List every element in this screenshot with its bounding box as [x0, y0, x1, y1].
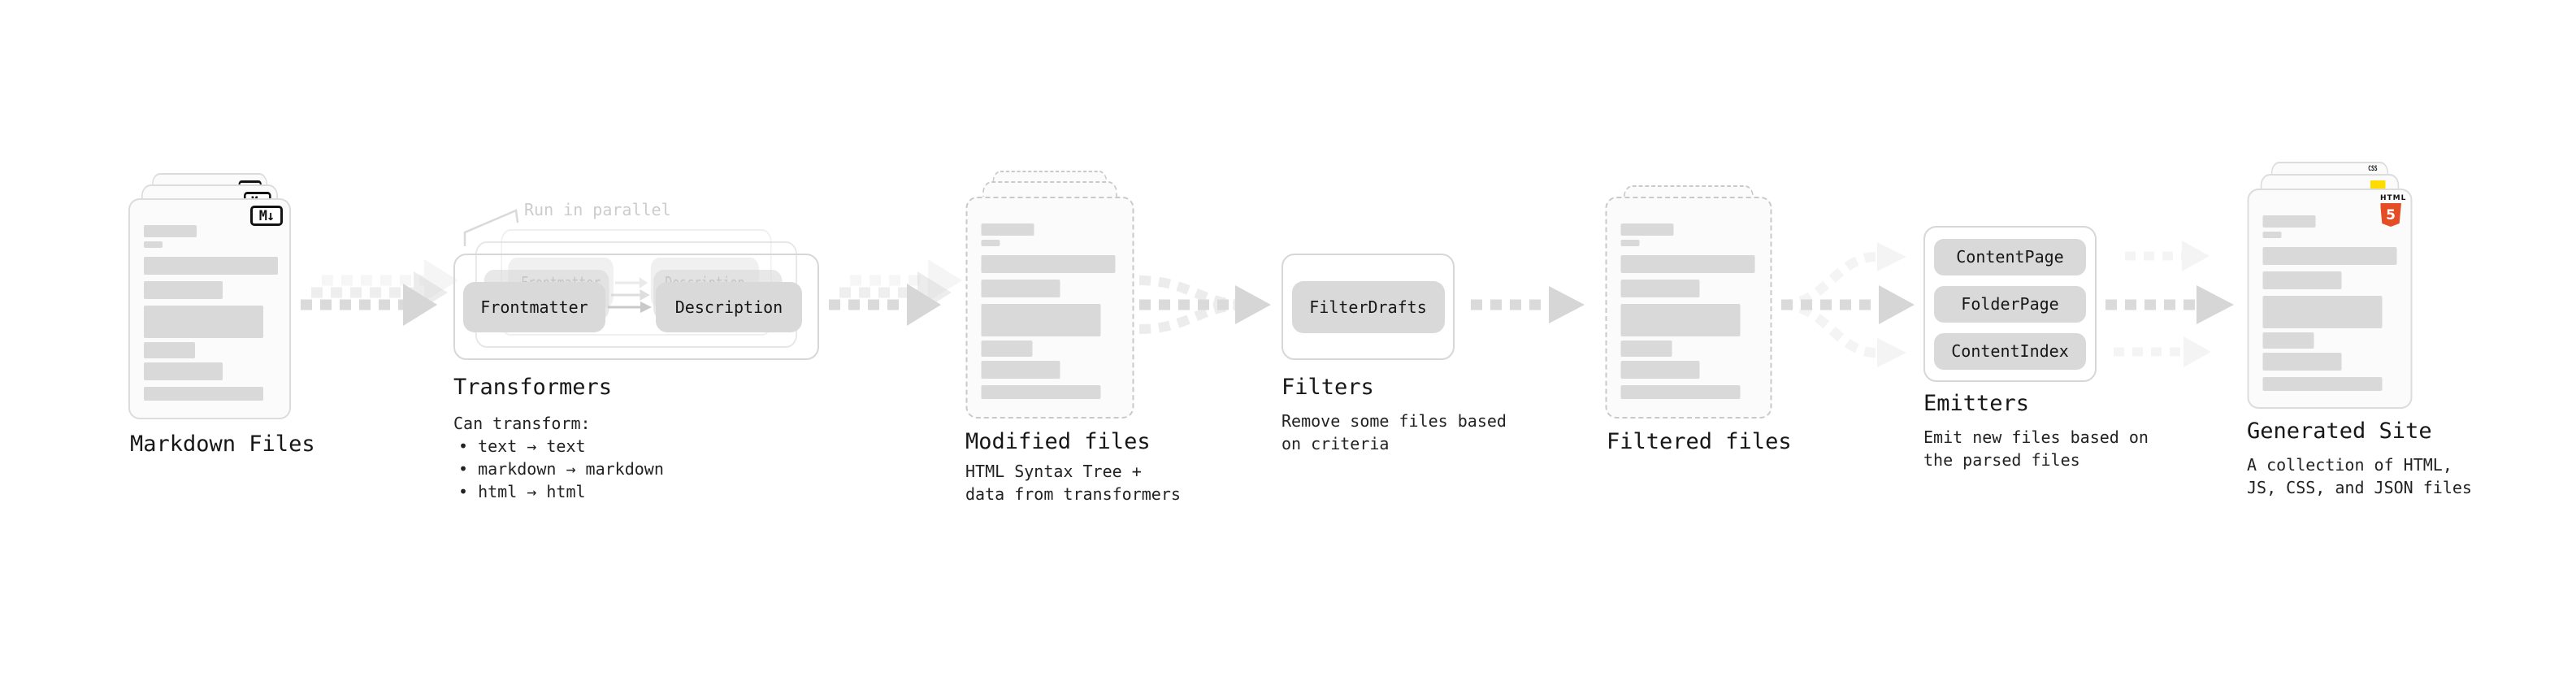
doc-skeleton — [2262, 190, 2399, 391]
generated-site-label: Generated Site — [2247, 419, 2432, 444]
doc-skeleton-bar — [144, 257, 278, 275]
doc-skeleton-bar — [144, 306, 263, 338]
bullet-line: • text → text — [458, 436, 586, 456]
desc-line: JS, CSS, and JSON files — [2247, 478, 2472, 497]
transform-arrow-icon — [605, 297, 656, 317]
doc-skeleton-bar — [2262, 247, 2396, 265]
doc-skeleton-bar — [2262, 377, 2382, 391]
doc-card-front: M↓ — [128, 198, 291, 419]
flow-arrow-emitters-to-site — [2105, 241, 2234, 367]
emitter-pill-contentindex: ContentIndex — [1934, 332, 2086, 370]
flow-arrow-transformers-to-modified — [829, 259, 962, 326]
doc-skeleton-bar — [1620, 223, 1673, 236]
transform-arrow-icon — [614, 273, 651, 293]
transformers-desc-title: Can transform: — [453, 414, 591, 433]
desc-line: on criteria — [1281, 434, 1390, 453]
emitter-pill-folderpage: FolderPage — [1934, 285, 2086, 323]
desc-line: HTML Syntax Tree + — [965, 462, 1142, 481]
doc-card-html: HTML 5 — [2247, 189, 2412, 409]
markdown-icon: M↓ — [250, 206, 283, 226]
doc-skeleton-bar — [981, 255, 1115, 273]
doc-skeleton-bar — [2262, 296, 2382, 328]
markdown-files-label: Markdown Files — [130, 432, 315, 457]
doc-skeleton-bar — [1620, 340, 1672, 357]
emitters-container: ContentPage FolderPage ContentIndex — [1923, 226, 2097, 382]
html5-badge-text: HTML — [2380, 194, 2407, 202]
doc-skeleton-bar — [981, 385, 1100, 399]
doc-card-front — [1605, 197, 1772, 419]
doc-skeleton-bar — [2262, 271, 2341, 289]
html5-number: 5 — [2386, 206, 2396, 223]
frontmatter-pill: Frontmatter — [463, 281, 605, 332]
transformers-bullets: • text → text • markdown → markdown • ht… — [458, 435, 664, 503]
filterdrafts-pill: FilterDrafts — [1291, 280, 1445, 333]
flow-arrow-markdown-to-transformers — [301, 259, 458, 326]
modified-files-desc: HTML Syntax Tree + data from transformer… — [965, 460, 1181, 505]
desc-line: data from transformers — [965, 484, 1181, 504]
modified-doc-stack — [965, 171, 1134, 419]
html5-icon: HTML 5 — [2380, 194, 2407, 227]
parallel-note: Run in parallel — [524, 200, 671, 219]
html5-shield: 5 — [2380, 203, 2401, 227]
filters-label: Filters — [1281, 375, 1374, 400]
doc-skeleton-bar — [2262, 215, 2315, 228]
doc-skeleton-bar — [981, 240, 1000, 246]
desc-line: Emit new files based on — [1923, 427, 2149, 447]
generated-site-desc: A collection of HTML, JS, CSS, and JSON … — [2247, 453, 2472, 499]
emitter-pill-contentpage: ContentPage — [1934, 238, 2086, 275]
doc-skeleton-bar — [981, 304, 1100, 336]
doc-skeleton-bar — [981, 223, 1034, 236]
desc-line: A collection of HTML, — [2247, 455, 2452, 475]
modified-files-label: Modified files — [965, 429, 1151, 454]
doc-skeleton-bar — [2262, 232, 2281, 238]
markdown-doc-stack: M↓ M↓ M↓ — [128, 173, 291, 419]
doc-skeleton-bar — [144, 342, 195, 358]
flow-arrow-filters-to-filtered — [1471, 286, 1585, 323]
doc-skeleton — [144, 200, 278, 401]
doc-skeleton-bar — [144, 241, 163, 248]
doc-skeleton-bar — [144, 281, 223, 299]
doc-skeleton-bar — [2262, 353, 2341, 371]
flow-arrow-fanout-to-emitters — [1780, 242, 1915, 367]
emitters-desc: Emit new files based on the parsed files — [1923, 426, 2149, 471]
filters-container: FilterDrafts — [1281, 254, 1455, 360]
doc-skeleton — [981, 198, 1121, 399]
css-badge-text: CSS — [2367, 165, 2378, 173]
filtered-doc-stack — [1605, 185, 1772, 419]
desc-line: Remove some files based — [1281, 411, 1507, 431]
doc-skeleton-bar — [981, 361, 1060, 379]
doc-skeleton — [1620, 198, 1759, 399]
doc-skeleton-bar — [1620, 385, 1740, 399]
filtered-files-label: Filtered files — [1607, 429, 1792, 454]
doc-skeleton-bar — [1620, 240, 1639, 246]
doc-skeleton-bar — [144, 362, 223, 380]
bullet-line: • html → html — [458, 482, 586, 501]
generated-doc-stack: CSS HTML 5 — [2247, 162, 2412, 409]
doc-skeleton-bar — [2262, 332, 2314, 349]
transform-arrow-icon — [609, 285, 654, 305]
doc-skeleton-bar — [981, 280, 1060, 297]
transformers-label: Transformers — [453, 375, 613, 400]
flow-arrow-merge-to-filters — [1138, 275, 1271, 334]
doc-skeleton-bar — [144, 387, 263, 401]
doc-skeleton-bar — [1620, 280, 1699, 297]
doc-skeleton-bar — [1620, 304, 1740, 336]
doc-card-front — [965, 197, 1134, 419]
desc-line: the parsed files — [1923, 450, 2080, 470]
bullet-line: • markdown → markdown — [458, 459, 664, 479]
doc-skeleton-bar — [1620, 361, 1699, 379]
doc-skeleton-bar — [981, 340, 1032, 357]
doc-skeleton-bar — [1620, 255, 1754, 273]
parallel-note-leader — [463, 209, 519, 246]
description-pill: Description — [656, 281, 802, 332]
doc-skeleton-bar — [144, 225, 197, 237]
filters-desc: Remove some files based on criteria — [1281, 410, 1507, 455]
transformer-stack: Frontmatter Description Frontmatter Desc… — [453, 229, 819, 360]
transformer-layer-front: Frontmatter Description — [453, 254, 819, 360]
emitters-label: Emitters — [1923, 391, 2030, 416]
